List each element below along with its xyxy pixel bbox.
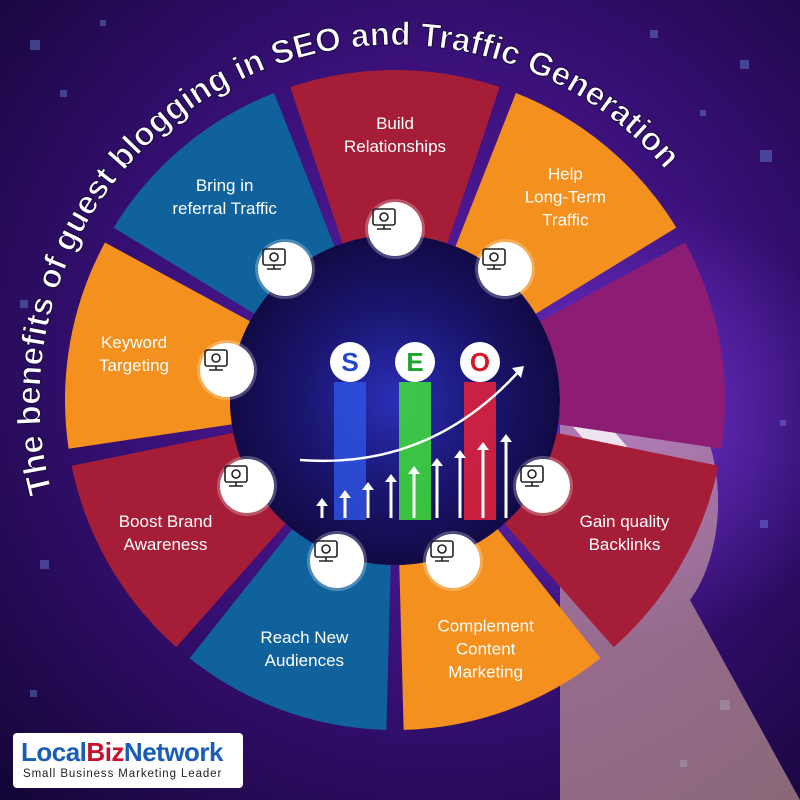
- segment-label-complement-content-marketing: Complement Content Marketing: [437, 616, 534, 682]
- segment-label-boost-brand-awareness: Boost Brand Awareness: [118, 511, 213, 554]
- logo-tagline: Small Business Marketing Leader: [23, 768, 223, 780]
- key-target-icon: [199, 343, 254, 398]
- svg-text:O: O: [470, 347, 490, 377]
- segment-build-relationships: [290, 70, 500, 244]
- svg-text:E: E: [406, 347, 423, 377]
- growth-arrow: [385, 474, 397, 518]
- growth-arrow: [316, 498, 328, 518]
- seo-letter-o: O: [460, 342, 500, 520]
- segment-label-reach-new-audiences: Reach New Audiences: [260, 628, 349, 671]
- localbiznetwork-logo: LocalBizNetwork Small Business Marketing…: [13, 733, 243, 788]
- segment-empty: [540, 242, 725, 449]
- growth-arrow: [477, 442, 489, 518]
- growth-arrow: [500, 434, 512, 518]
- megaphone-icon: [219, 458, 274, 513]
- segment-label-gain-quality-backlinks: Gain quality Backlinks: [579, 511, 670, 554]
- segment-label-bring-in-referral-traffic: Bring in referral Traffic: [172, 175, 277, 218]
- handshake-icon: [368, 202, 422, 256]
- trend-arrowhead: [512, 366, 524, 378]
- growth-arrow: [454, 450, 466, 518]
- segment-label-keyword-targeting: Keyword Targeting: [99, 332, 169, 375]
- seo-letter-s: S: [330, 342, 370, 520]
- growth-arrow: [362, 482, 374, 518]
- svg-text:S: S: [341, 347, 358, 377]
- referral-network-icon: [258, 242, 313, 296]
- link-icon: [516, 458, 571, 513]
- trend-curve: [299, 369, 521, 463]
- segment-keyword-targeting: [65, 242, 250, 449]
- logo-wordmark: LocalBizNetwork: [21, 737, 224, 767]
- audience-target-icon: [309, 533, 364, 588]
- segment-label-help-long-term-traffic: Help Long-Term Traffic: [524, 164, 606, 230]
- segment-label-build-relationships: Build Relationships: [343, 114, 447, 156]
- analytics-icon: [477, 242, 532, 296]
- growth-arrow: [339, 490, 351, 518]
- growth-arrow: [431, 458, 443, 518]
- video-content-icon: [426, 533, 481, 588]
- growth-arrow: [408, 466, 420, 518]
- seo-letter-e: E: [395, 342, 435, 520]
